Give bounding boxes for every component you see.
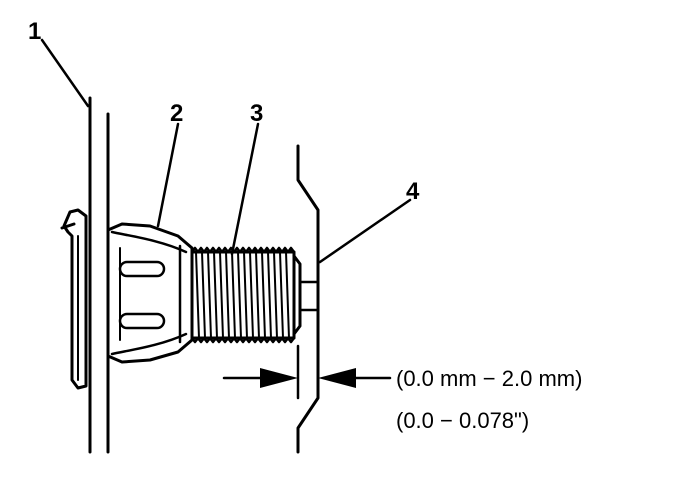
thread-edge-bottom xyxy=(190,336,296,344)
thread-ridge xyxy=(285,251,290,339)
grommet-body xyxy=(106,222,194,364)
clip-flange xyxy=(60,208,88,390)
thread-ridge xyxy=(213,251,218,339)
thread-ridge xyxy=(201,251,206,339)
thread-ridge xyxy=(243,251,248,339)
thread-ridge xyxy=(273,251,278,339)
arrow-right-icon xyxy=(260,368,298,388)
panel xyxy=(88,96,110,454)
dimension-marker xyxy=(222,344,392,400)
leader-4 xyxy=(318,198,412,264)
leader-3 xyxy=(230,122,260,256)
callout-3: 3 xyxy=(250,100,264,127)
thread-ridge xyxy=(255,251,260,339)
thread-ridge xyxy=(249,251,254,339)
leader-2 xyxy=(156,122,180,228)
thread-ridge xyxy=(279,251,284,339)
thread-ridge xyxy=(225,251,230,339)
thread-ridge xyxy=(219,251,224,339)
stud-threads xyxy=(190,246,296,344)
thread-ridge xyxy=(207,251,212,339)
thread-ridge xyxy=(267,251,272,339)
callout-1: 1 xyxy=(28,18,42,45)
thread-ridge xyxy=(195,251,200,339)
leader-lines xyxy=(40,38,412,264)
thread-ridge xyxy=(237,251,242,339)
thread-ridge xyxy=(261,251,266,339)
arrow-left-icon xyxy=(318,368,356,388)
stud-tip xyxy=(298,280,320,312)
bracket-surface xyxy=(296,144,320,454)
spec-imperial: (0.0 − 0.078") xyxy=(396,408,530,433)
spec-metric: (0.0 mm − 2.0 mm) xyxy=(396,366,583,391)
callout-2: 2 xyxy=(170,100,184,127)
thread-ridge xyxy=(231,251,236,339)
leader-1 xyxy=(40,38,90,108)
callout-4: 4 xyxy=(406,178,420,205)
thread-edge-top xyxy=(190,246,296,254)
